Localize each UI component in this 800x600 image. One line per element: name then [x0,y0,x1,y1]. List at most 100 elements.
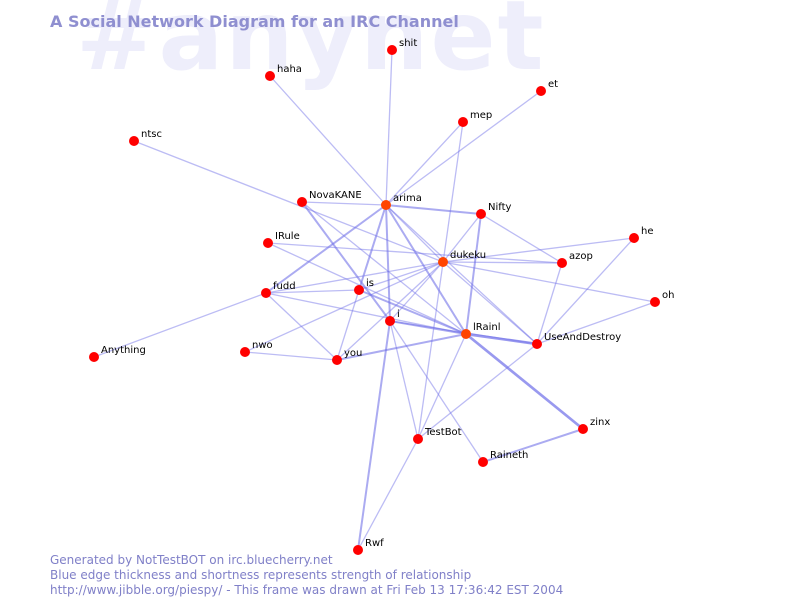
node-dot-NovaKANE [297,197,307,207]
node-dot-haha [265,71,275,81]
node-dot-he [629,233,639,243]
node-dot-Rwf [353,545,363,555]
node-dot-is [354,285,364,295]
node-dot-et [536,86,546,96]
node-label-shit: shit [399,38,417,49]
node-dot-nwo [240,347,250,357]
edge-UseAndDestroy-TestBot [417,343,538,440]
node-dot-oh [650,297,660,307]
edge-fudd-is [265,289,360,294]
node-label-TestBot: TestBot [424,427,462,438]
edge-fudd-Anything [93,292,267,358]
node-label-zinx: zinx [590,417,610,428]
edge-arima-Nifty [385,204,482,215]
node-label-arima: arima [393,193,422,204]
node-dot-zinx [578,424,588,434]
node-nwo: nwo [240,340,273,357]
node-label-ntsc: ntsc [141,129,162,140]
node-Rwf: Rwf [353,538,384,555]
edge-arima-is [358,204,387,291]
edge-dukeku-oh [442,261,656,303]
node-Raineth: Raineth [478,450,528,467]
node-UseAndDestroy: UseAndDestroy [532,332,621,349]
edge-IRule-lRainl [267,242,467,335]
node-dot-UseAndDestroy [532,339,542,349]
edge-IRule-azop [267,242,563,264]
node-ntsc: ntsc [129,129,162,146]
edge-dukeku-UseAndDestroy [442,261,538,345]
node-label-IRule: IRule [275,231,300,242]
node-label-et: et [548,79,558,90]
node-dot-arima [381,200,391,210]
node-dot-you [332,355,342,365]
edge-oh-UseAndDestroy [536,301,656,345]
node-label-azop: azop [569,251,593,262]
node-dot-fudd [261,288,271,298]
edge-nwo-you [244,351,338,361]
node-label-mep: mep [470,110,492,121]
node-dot-i [385,316,395,326]
node-label-NovaKANE: NovaKANE [309,190,362,201]
edge-i-Raineth [389,320,484,463]
node-i: i [385,309,400,326]
node-is: is [354,278,374,295]
node-label-you: you [344,348,362,359]
edge-is-lRainl [358,289,467,335]
node-zinx: zinx [578,417,610,434]
node-lRainl: lRainl [461,322,501,339]
node-label-Raineth: Raineth [490,450,528,461]
edge-lRainl-UseAndDestroy [465,332,538,346]
node-label-fudd: fudd [273,281,296,292]
edge-arima-i [385,204,391,322]
node-dot-azop [557,258,567,268]
node-dot-TestBot [413,434,423,444]
edge-Nifty-azop [480,213,563,264]
edge-arima-mep [385,121,464,206]
footer-url-timestamp: http://www.jibble.org/piespy/ - This fra… [50,583,564,597]
edge-zinx-Raineth [482,428,584,463]
edge-i-Rwf [357,320,391,551]
node-label-lRainl: lRainl [473,322,501,333]
node-fudd: fudd [261,281,296,298]
node-NovaKANE: NovaKANE [297,190,362,207]
node-dukeku: dukeku [438,250,486,267]
edge-arima-et [385,90,542,206]
node-label-Nifty: Nifty [488,202,512,213]
edge-TestBot-Rwf [357,438,419,551]
edge-dukeku-azop [442,261,563,264]
node-label-Rwf: Rwf [365,538,384,549]
edge-arima-dukeku [385,204,444,263]
edge-NovaKANE-lRainl [301,201,467,335]
edge-layer [93,49,656,551]
edge-i-TestBot [389,320,419,440]
edge-arima-haha [269,75,387,206]
channel-watermark: #anynet [76,0,546,92]
node-dot-ntsc [129,136,139,146]
node-dot-Raineth [478,457,488,467]
edge-lRainl-you [336,333,467,361]
edge-he-UseAndDestroy [536,237,635,345]
edge-dukeku-fudd [265,261,444,294]
page-title: A Social Network Diagram for an IRC Chan… [50,12,459,31]
edge-dukeku-i [389,261,444,322]
footer-legend-note: Blue edge thickness and shortness repres… [50,568,472,582]
node-Anything: Anything [89,345,146,362]
node-label-nwo: nwo [252,340,273,351]
edge-azop-UseAndDestroy [536,262,563,345]
node-dot-dukeku [438,257,448,267]
edge-Nifty-lRainl [465,213,482,335]
edge-fudd-you [265,292,338,361]
node-label-Anything: Anything [101,345,146,356]
edge-mep-TestBot [417,121,464,440]
node-et: et [536,79,558,96]
edge-he-dukeku [442,237,635,263]
edge-is-you [336,289,360,361]
node-you: you [332,348,362,365]
node-label-he: he [641,226,654,237]
node-Nifty: Nifty [476,202,512,219]
edge-dukeku-nwo [244,261,444,353]
node-shit: shit [387,38,417,55]
edge-arima-fudd [265,204,387,294]
